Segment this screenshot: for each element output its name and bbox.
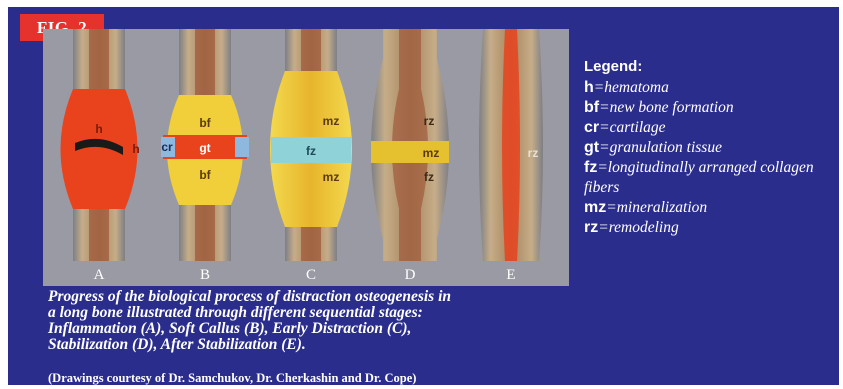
bone-stages-illustration: h h bf bf gt cr fz xyxy=(43,29,569,286)
legend-desc: longitudinally arranged collagen fibers xyxy=(584,159,814,196)
legend-desc: mineralization xyxy=(617,199,707,216)
bone-stages-drawing: h h bf bf gt cr fz xyxy=(43,29,569,286)
legend-desc: hematoma xyxy=(604,79,669,96)
legend-abbr: bf xyxy=(584,99,599,116)
legend-abbr: fz xyxy=(584,159,597,176)
stage-e-drawing: rz xyxy=(479,29,543,261)
legend-abbr: rz xyxy=(584,219,598,236)
legend-item-cr: cr=cartilage xyxy=(584,118,834,138)
caption-line: Stabilization (D), After Stabilization (… xyxy=(48,337,588,353)
legend-item-fz: fz=longitudinally arranged collagen fibe… xyxy=(584,158,834,198)
stage-a-drawing: h h xyxy=(61,29,140,261)
stage-b-zone-gt: gt xyxy=(199,141,210,155)
legend-abbr: cr xyxy=(584,119,599,136)
stage-b-zone-cr: cr xyxy=(161,140,173,154)
stage-letter-b: B xyxy=(200,267,210,283)
stage-c-zone-fz: fz xyxy=(306,144,316,158)
legend-item-gt: gt=granulation tissue xyxy=(584,138,834,158)
stage-a-zone-h: h xyxy=(95,122,102,136)
stage-e-marrow xyxy=(502,29,520,261)
legend-item-rz: rz=remodeling xyxy=(584,218,834,238)
stage-e-zone-rz: rz xyxy=(528,146,539,160)
caption-line: a long bone illustrated through differen… xyxy=(48,305,588,321)
legend-item-mz: mz=mineralization xyxy=(584,198,834,218)
figure-caption: Progress of the biological process of di… xyxy=(48,289,588,353)
legend-title: Legend: xyxy=(584,57,834,77)
stage-d-drawing: mz rz fz xyxy=(371,29,449,261)
stage-b-cartilage-right xyxy=(235,137,249,157)
stage-d-zone-mz: mz xyxy=(423,146,440,160)
stage-letter-d: D xyxy=(405,267,416,283)
legend-item-h: h=hematoma xyxy=(584,78,834,98)
legend-desc: remodeling xyxy=(609,219,679,236)
caption-line: Progress of the biological process of di… xyxy=(48,289,588,305)
stage-letter-a: A xyxy=(94,267,105,283)
stage-letter-c: C xyxy=(306,267,316,283)
stage-letter-e: E xyxy=(506,267,515,283)
stage-c-drawing: fz mz mz xyxy=(270,29,352,261)
stage-d-zone-rz: rz xyxy=(424,114,435,128)
legend-desc: new bone formation xyxy=(610,99,734,116)
stage-b-zone-bf-lower: bf xyxy=(199,168,211,182)
stage-d-zone-fz: fz xyxy=(424,170,434,184)
legend-item-bf: bf=new bone formation xyxy=(584,98,834,118)
legend-abbr: h xyxy=(584,79,594,96)
legend-desc: granulation tissue xyxy=(610,139,722,156)
stage-a-hematoma xyxy=(61,89,138,209)
figure-panel: FIG. 2 xyxy=(8,7,839,385)
stage-b-zone-bf: bf xyxy=(199,116,211,130)
stage-b-drawing: bf bf gt cr xyxy=(161,29,249,261)
stage-c-zone-mz: mz xyxy=(323,114,340,128)
legend-desc: cartilage xyxy=(610,119,666,136)
legend-abbr: mz xyxy=(584,199,606,216)
figure-credit: (Drawings courtesy of Dr. Samchukov, Dr.… xyxy=(48,371,416,386)
legend: Legend: h=hematoma bf=new bone formation… xyxy=(584,57,834,238)
stage-a-zone-h-right: h xyxy=(132,142,139,156)
stage-c-zone-mz-lower: mz xyxy=(323,170,340,184)
caption-line: Inflammation (A), Soft Callus (B), Early… xyxy=(48,321,588,337)
legend-abbr: gt xyxy=(584,139,599,156)
